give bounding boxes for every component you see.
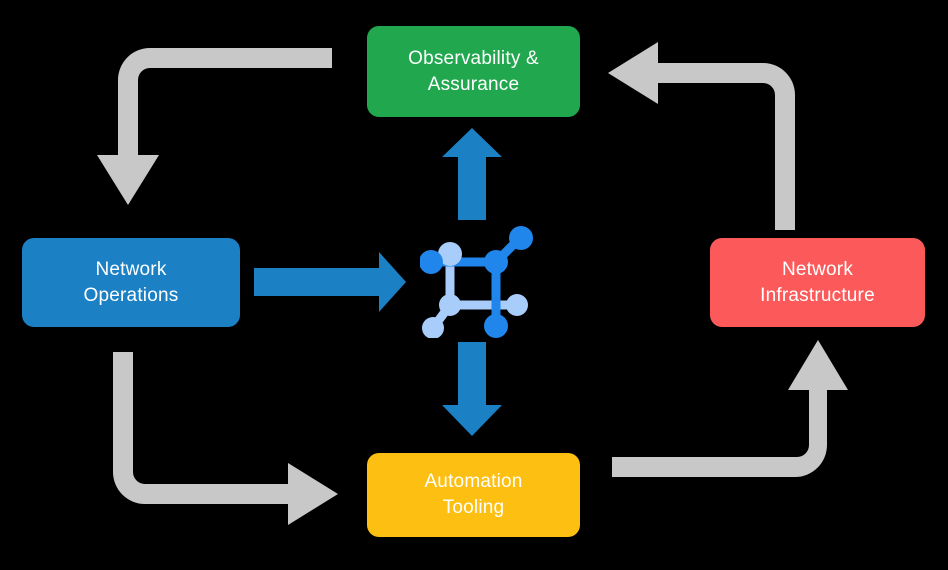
network-topology-icon: [420, 220, 540, 338]
arrow-center-to-observability: [442, 128, 502, 220]
node-network-infrastructure[interactable]: Network Infrastructure: [710, 238, 925, 327]
node-automation-tooling[interactable]: Automation Tooling: [367, 453, 580, 537]
node-observability-assurance[interactable]: Observability & Assurance: [367, 26, 580, 117]
arrow-infrastructure-to-observability: [608, 42, 795, 230]
arrow-operations-to-automation: [113, 352, 338, 525]
node-network-operations[interactable]: Network Operations: [22, 238, 240, 327]
node-observability-assurance-label: Observability & Assurance: [408, 47, 539, 95]
node-automation-tooling-label: Automation Tooling: [424, 471, 523, 518]
arrow-operations-to-center: [254, 252, 406, 312]
node-network-operations-label: Network Operations: [83, 258, 179, 306]
node-network-infrastructure-label: Network Infrastructure: [760, 258, 875, 306]
topology-nodes-secondary: [422, 242, 528, 338]
arrow-automation-to-infrastructure: [612, 340, 848, 477]
topology-nodes-primary: [420, 226, 533, 338]
arrow-center-to-automation: [442, 342, 502, 436]
arrow-observability-to-operations: [97, 48, 332, 205]
